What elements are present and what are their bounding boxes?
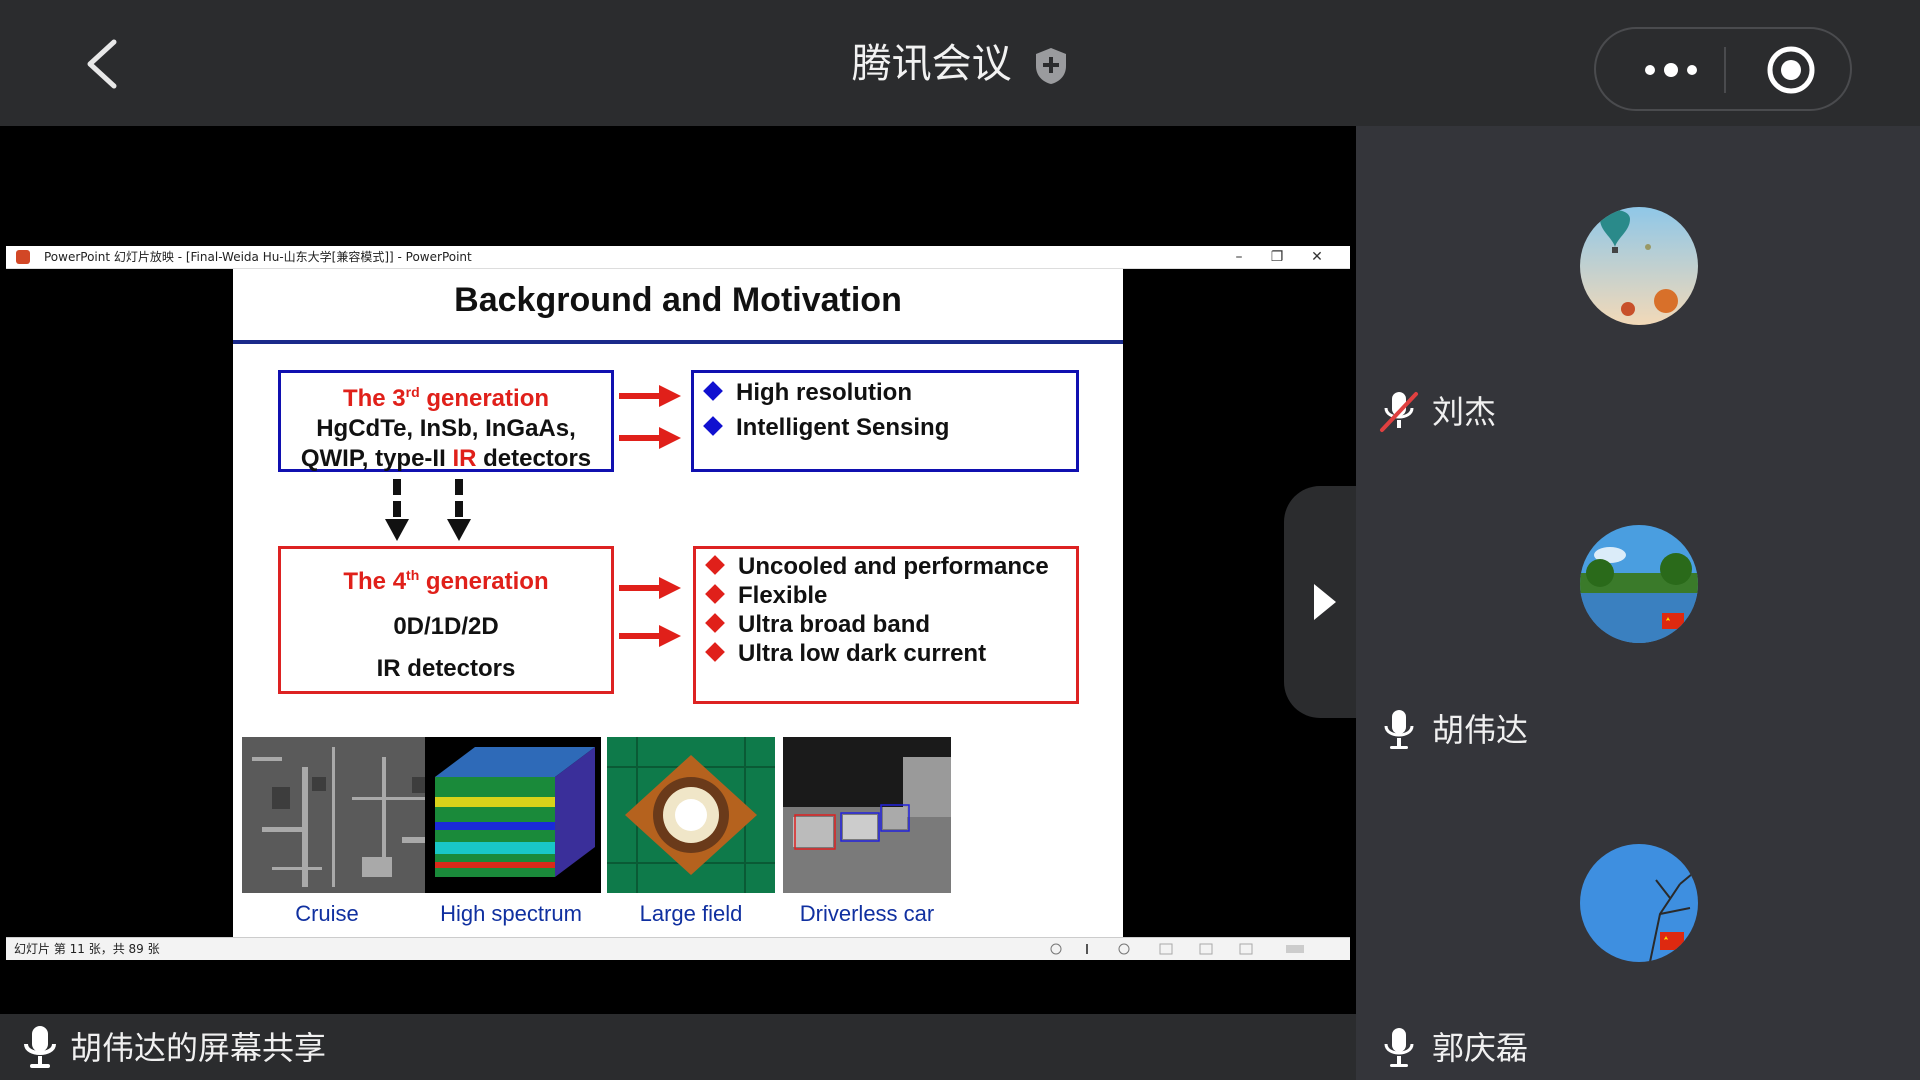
diamond-bullet-icon (703, 415, 723, 436)
diamond-bullet-icon (703, 380, 723, 401)
ppt-window-titlebar: PowerPoint 幻灯片放映 - [Final-Weida Hu-山东大学[… (6, 246, 1350, 269)
red-arrow-icon (619, 427, 681, 449)
slide-counter: 幻灯片 第 11 张，共 89 张 (14, 942, 160, 956)
top-bar: 腾讯会议 (0, 0, 1920, 126)
gen3-l3-a: QWIP, type-II (300, 445, 453, 472)
dashed-down-arrow-icon (447, 479, 471, 541)
large-field-thumbnail (607, 737, 775, 893)
gen4-line3: IR detectors (376, 655, 516, 682)
participant-row[interactable]: 郭庆磊 (1378, 1024, 1528, 1070)
participant-row[interactable]: 刘杰 (1378, 388, 1496, 434)
bullet-item: Flexible (705, 582, 828, 610)
avatar[interactable] (1580, 844, 1698, 962)
gen4-line1: The 4th generation (281, 567, 611, 596)
slide-title: Background and Motivation (454, 281, 902, 319)
avatar[interactable] (1580, 207, 1698, 325)
record-icon[interactable] (1766, 45, 1816, 95)
close-icon[interactable]: ✕ (1311, 249, 1323, 265)
gen3-l3-ir: IR (452, 445, 477, 472)
panel-toggle-button[interactable] (1284, 486, 1356, 718)
meeting-title: 腾讯会议 (851, 41, 1012, 87)
caption-driverless-car: Driverless car (799, 901, 935, 926)
diamond-bullet-icon (705, 641, 725, 662)
red-arrow-icon (619, 577, 681, 599)
shield-plus-icon[interactable] (1034, 46, 1068, 86)
bullet-item: Uncooled and performance (705, 553, 1049, 581)
participant-name: 刘杰 (1432, 393, 1497, 431)
bullet-text: Intelligent Sensing (736, 414, 950, 441)
diamond-bullet-icon (705, 554, 725, 575)
diamond-bullet-icon (705, 612, 725, 633)
avatar-sky-tree-image (1580, 844, 1698, 962)
caption-large-field: Large field (639, 901, 743, 926)
gen3-line2: HgCdTe, InSb, InGaAs, (316, 415, 576, 442)
gen3-outcomes-box: High resolution Intelligent Sensing (691, 370, 1079, 472)
caption-cruise: Cruise (295, 901, 359, 926)
red-arrow-icon (619, 385, 681, 407)
gen3-title-a: The 3 (342, 385, 406, 412)
bullet-text: High resolution (736, 379, 912, 406)
chevron-left-icon[interactable] (80, 36, 130, 92)
screen-share-label: 胡伟达的屏幕共享 (70, 1029, 327, 1067)
dashed-down-arrow-icon (385, 479, 409, 541)
participant-name: 胡伟达 (1432, 711, 1529, 749)
third-generation-box: The 3rd generation HgCdTe, InSb, InGaAs,… (278, 370, 614, 472)
bullet-text: Ultra broad band (738, 611, 931, 638)
view-controls-icon[interactable] (1050, 942, 1330, 956)
powerpoint-icon (16, 250, 30, 264)
gen4-sup: th (406, 567, 420, 583)
gen4-title-b: generation (419, 568, 549, 595)
more-dots-icon[interactable] (1636, 49, 1706, 91)
bullet-item: High resolution (703, 379, 912, 407)
mic-muted-icon (1380, 392, 1418, 432)
play-right-icon (1314, 584, 1336, 620)
top-right-controls (1594, 27, 1852, 111)
ppt-status-bar: 幻灯片 第 11 张，共 89 张 (6, 937, 1350, 960)
gen4-title-a: The 4 (343, 568, 407, 595)
bullet-text: Ultra low dark current (738, 640, 987, 667)
bullet-item: Ultra broad band (705, 611, 931, 639)
gen3-title-b: generation (419, 385, 550, 412)
bullet-item: Ultra low dark current (705, 640, 987, 668)
ppt-window-title: PowerPoint 幻灯片放映 - [Final-Weida Hu-山东大学[… (44, 250, 472, 264)
gen3-sup: rd (405, 384, 420, 400)
avatar-landscape-image (1580, 525, 1698, 643)
slide: Background and Motivation The 3rd genera… (233, 269, 1123, 937)
gen3-line3: QWIP, type-II IR detectors (281, 444, 611, 474)
screen-share-bar: 胡伟达的屏幕共享 (0, 1014, 1356, 1080)
minimize-icon[interactable]: – (1235, 249, 1243, 265)
gen4-line2: 0D/1D/2D (393, 613, 499, 640)
participant-name: 郭庆磊 (1432, 1029, 1529, 1067)
gen3-l3-b: detectors (476, 445, 592, 472)
red-arrow-icon (619, 625, 681, 647)
bullet-text: Flexible (738, 582, 828, 609)
high-spectrum-thumbnail (425, 737, 601, 893)
bullet-item: Intelligent Sensing (703, 414, 950, 442)
cruise-thumbnail (242, 737, 458, 893)
microphone-icon (1384, 1028, 1414, 1067)
restore-icon[interactable]: ❐ (1270, 249, 1284, 265)
bullet-text: Uncooled and performance (738, 553, 1049, 580)
diamond-bullet-icon (705, 583, 725, 604)
avatar-balloons-image (1580, 207, 1698, 325)
avatar[interactable] (1580, 525, 1698, 643)
meeting-title-wrap: 腾讯会议 (0, 36, 1920, 92)
participant-row[interactable]: 胡伟达 (1378, 706, 1528, 752)
microphone-icon (1384, 710, 1414, 749)
caption-high-spectrum: High spectrum (440, 901, 582, 926)
driverless-car-thumbnail (783, 737, 951, 893)
divider (1724, 47, 1726, 93)
fourth-generation-box: The 4th generation 0D/1D/2D IR detectors (278, 546, 614, 694)
title-rule (233, 340, 1123, 344)
gen3-line1: The 3rd generation (281, 377, 611, 414)
microphone-icon (24, 1026, 56, 1068)
gen4-outcomes-box: Uncooled and performance Flexible Ultra … (693, 546, 1079, 704)
